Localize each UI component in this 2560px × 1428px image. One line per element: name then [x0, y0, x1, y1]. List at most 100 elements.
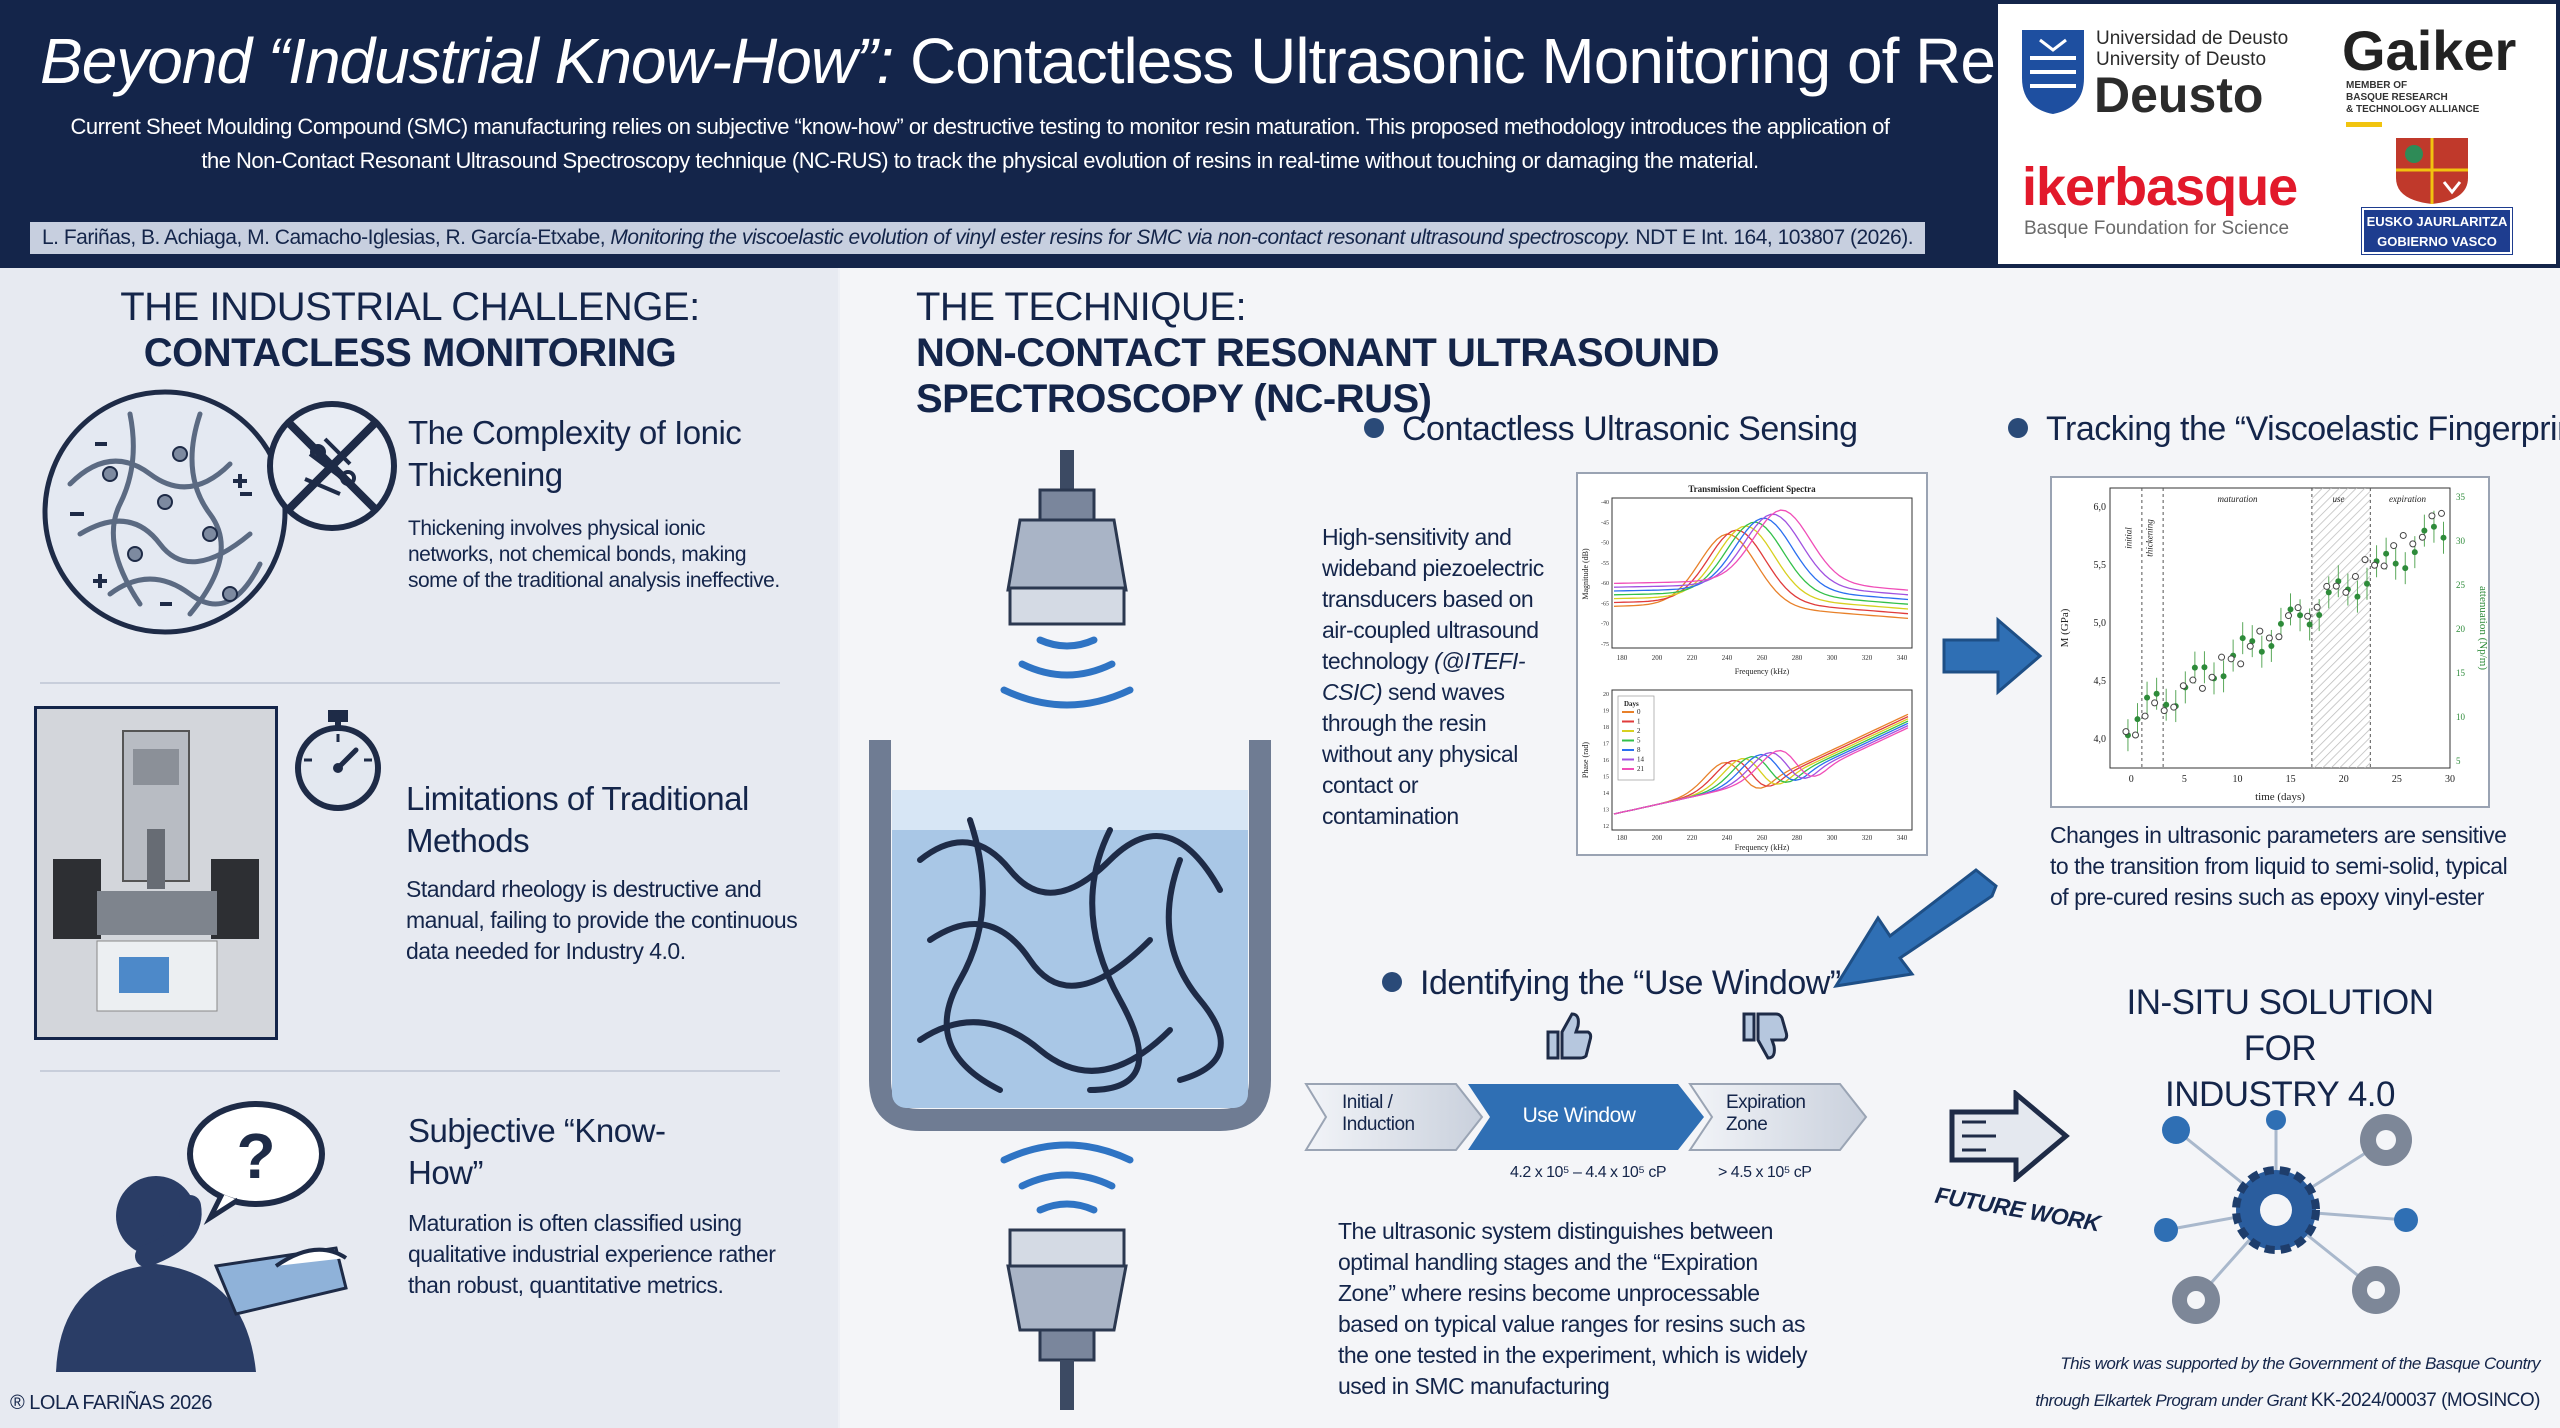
spectra-bottom-axes [1611, 689, 1913, 831]
arrow-right-icon [1942, 616, 2043, 696]
fp-attenuation-point [2201, 664, 2208, 671]
fp-modulus-point [2151, 699, 2159, 707]
gaiker-sub-1: MEMBER OF [2346, 80, 2408, 91]
ack-line-2: through Elkartek Program under Grant KK-… [1940, 1390, 2540, 1412]
rheometer-photo [34, 706, 278, 1040]
fp-attenuation-point [2258, 648, 2265, 655]
fp-modulus-point [2371, 561, 2379, 569]
fp-modulus-point [2218, 653, 2226, 661]
spectra-xtick-bottom: 340 [1897, 834, 1908, 842]
spectra-xtick-bottom: 220 [1687, 834, 1698, 842]
item3-text: Maturation is often classified using qua… [408, 1210, 776, 1298]
item2-text: Standard rheology is destructive and man… [406, 876, 798, 964]
fp-attenuation-point [2297, 612, 2304, 619]
fp-attenuation-point [2430, 523, 2437, 530]
spectra-chart-title: Transmission Coefficient Spectra [1688, 484, 1816, 494]
spectra-legend-label: 0 [1637, 708, 1641, 716]
fp-ytick-right: 35 [2456, 492, 2466, 502]
spectra-xtick-top: 320 [1862, 654, 1873, 662]
spectra-legend-label: 21 [1637, 765, 1645, 773]
spectra-xtick-top: 200 [1652, 654, 1663, 662]
stage-initial-label: Initial / Induction [1342, 1092, 1415, 1136]
spectra-xtick-top: 240 [1722, 654, 1733, 662]
fp-attenuation-point [2191, 664, 2198, 671]
left-section-title-line-2: CONTACLESS MONITORING [143, 331, 677, 375]
citation-title: Monitoring the viscoelastic evolution of… [610, 226, 1631, 249]
insitu-title-line-1: IN-SITU SOLUTION FOR [2126, 983, 2434, 1068]
spectra-legend-label: 5 [1637, 737, 1641, 745]
gaiker-logo-name: Gaiker [2342, 19, 2517, 82]
gaiker-member-text: MEMBER OF BASQUE RESEARCH & TECHNOLOGY A… [2346, 80, 2479, 116]
stage-expiration-line-2: Zone [1726, 1114, 1768, 1135]
rheometer-icon [37, 709, 275, 1037]
fp-xtick: 5 [2182, 774, 2187, 785]
citation-journal: NDT E Int. 164, 103807 (2026). [1630, 226, 1914, 249]
item1-title-line-1: The Complexity of Ionic [408, 414, 742, 451]
item3-title-line-1: Subjective “Know- [408, 1112, 666, 1149]
fp-xtick: 0 [2129, 774, 2134, 785]
fp-modulus-point [2246, 642, 2254, 650]
item3-title: Subjective “Know- How” [408, 1110, 708, 1194]
spectra-top-axes [1611, 497, 1913, 649]
fp-modulus-point [2208, 673, 2216, 681]
fp-modulus-point [2342, 588, 2350, 596]
fp-xtick: 30 [2445, 774, 2455, 785]
stage-chevrons [1304, 1083, 1868, 1151]
citation-authors: L. Fariñas, B. Achiaga, M. Camacho-Igles… [42, 226, 611, 249]
fp-ytick-right: 30 [2456, 536, 2466, 546]
spectra-xtick-bottom: 320 [1862, 834, 1873, 842]
spectra-ytick-bottom: 12 [1603, 824, 1609, 830]
spectra-phase-line [1613, 716, 1909, 815]
fp-modulus-point [2265, 634, 2273, 642]
spectra-yticks-top: -40-45-50-55-60-65-70-75 [1601, 500, 1609, 648]
fp-ytick-left: 4,0 [2094, 734, 2107, 745]
fp-attenuation-point [2277, 620, 2284, 627]
spectra-xtick-top: 300 [1827, 654, 1838, 662]
spectra-series-lines [1613, 509, 1909, 815]
spectra-ytick-bottom: 14 [1603, 791, 1609, 797]
gobierno-vasco-badge: EUSKO JAURLARITZA GOBIERNO VASCO [2361, 207, 2513, 255]
fp-yticks-left: 6,05,55,04,54,0 [2094, 502, 2107, 745]
left-divider-2 [40, 1070, 780, 1072]
item3-title-line-2: How” [408, 1154, 484, 1191]
spectra-magnitude-line [1613, 509, 1909, 591]
spectra-xtick-bottom: 260 [1757, 834, 1768, 842]
spectra-xtick-bottom: 200 [1652, 834, 1663, 842]
fp-phase-lines [2141, 488, 2371, 768]
fp-attenuation-point [2134, 716, 2141, 723]
insitu-title: IN-SITU SOLUTION FOR INDUSTRY 4.0 [2100, 980, 2460, 1118]
deusto-line-1: Universidad de Deusto [2096, 28, 2289, 49]
sensing-text-part-1: High-sensitivity and wideband piezoelect… [1322, 524, 1544, 674]
fp-attenuation-point [2163, 701, 2170, 708]
basque-coat-of-arms-icon [2396, 138, 2468, 204]
spectra-ytick-bottom: 15 [1603, 775, 1609, 781]
item1-title: The Complexity of Ionic Thickening [408, 412, 808, 496]
fp-ytick-left: 4,5 [2094, 676, 2107, 687]
thumbs-up-icon [1546, 1012, 1593, 1060]
fp-ytick-left: 5,5 [2094, 560, 2107, 571]
fp-phase-label: thickening [2145, 519, 2155, 557]
fp-phase-label: initial [2123, 527, 2133, 549]
ultrasound-setup-illustration [869, 450, 1271, 1410]
spectra-ytick-bottom: 13 [1603, 808, 1609, 814]
fp-modulus-point [2313, 603, 2321, 611]
ack-grant: KK-2024/00037 (MOSINCO) [2310, 1390, 2541, 1411]
fp-modulus-point [2380, 562, 2388, 570]
spectra-xlabel-top: Frequency (kHz) [1735, 667, 1790, 676]
window-heading: Identifying the “Use Window” [1382, 964, 1841, 1003]
spectra-xtick-bottom: 180 [1617, 834, 1628, 842]
poster-subtitle: Current Sheet Moulding Compound (SMC) ma… [40, 110, 1920, 178]
fp-modulus-point [2361, 556, 2369, 564]
left-section-title-line-1: THE INDUSTRIAL CHALLENGE: [120, 285, 700, 329]
fp-modulus-point [2418, 533, 2426, 541]
spectra-ytick-top: -40 [1601, 500, 1609, 506]
item1-text: Thickening involves physical ionic netwo… [408, 517, 780, 592]
spectra-xtick-top: 260 [1757, 654, 1768, 662]
fp-modulus-point [2323, 582, 2331, 590]
fp-attenuation-point [2354, 593, 2361, 600]
subtitle-line-1: Current Sheet Moulding Compound (SMC) ma… [70, 114, 1890, 139]
stage-use-label: Use Window [1522, 1104, 1636, 1127]
